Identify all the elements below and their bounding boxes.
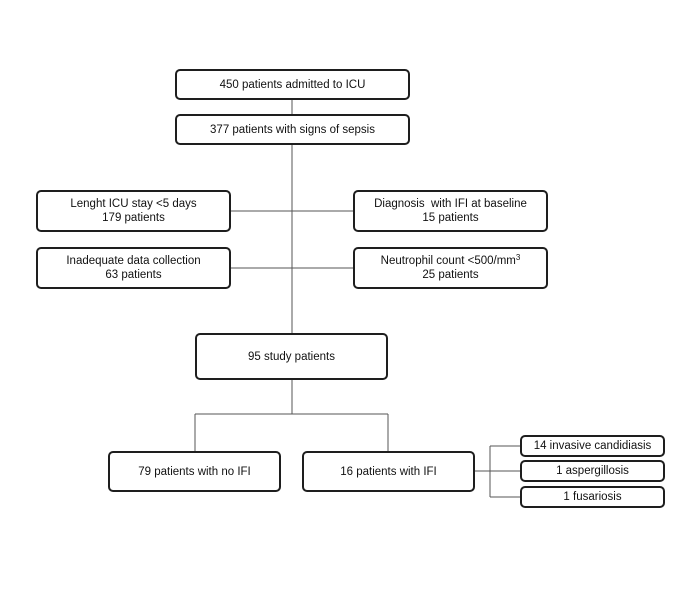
inadequate-data-exclusion-box: Inadequate data collection 63 patients: [36, 247, 231, 289]
short-stay-count: 179 patients: [102, 212, 165, 224]
neutrophil-criterion: Neutrophil count <500/mm: [380, 255, 516, 267]
neutrophil-criterion-line: Neutrophil count <500/mm3: [381, 254, 521, 268]
ifi-baseline-criterion: Diagnosis with IFI at baseline: [374, 198, 527, 210]
no-ifi-patients-box: 79 patients with no IFI: [108, 451, 281, 492]
short-stay-criterion: Lenght ICU stay <5 days: [70, 198, 197, 210]
aspergillosis-label: 1 aspergillosis: [556, 465, 629, 477]
study-patients-label: 95 study patients: [248, 350, 335, 363]
candidiasis-label: 14 invasive candidiasis: [533, 440, 652, 452]
neutrophil-unit-superscript: 3: [515, 253, 521, 262]
ifi-patients-label: 16 patients with IFI: [340, 465, 437, 478]
inadequate-data-count: 63 patients: [105, 269, 162, 281]
inadequate-data-criterion: Inadequate data collection: [66, 255, 201, 267]
short-stay-exclusion-box: Lenght ICU stay <5 days 179 patients: [36, 190, 231, 232]
candidiasis-box: 14 invasive candidiasis: [520, 435, 665, 457]
admitted-patients-label: 450 patients admitted to ICU: [219, 78, 366, 91]
fusariosis-box: 1 fusariosis: [520, 486, 665, 508]
no-ifi-patients-label: 79 patients with no IFI: [138, 465, 251, 478]
aspergillosis-box: 1 aspergillosis: [520, 460, 665, 482]
fusariosis-label: 1 fusariosis: [563, 491, 622, 503]
sepsis-patients-label: 377 patients with signs of sepsis: [210, 123, 375, 136]
study-patients-box: 95 study patients: [195, 333, 388, 380]
neutrophil-exclusion-box: Neutrophil count <500/mm3 25 patients: [353, 247, 548, 289]
sepsis-patients-box: 377 patients with signs of sepsis: [175, 114, 410, 145]
ifi-baseline-exclusion-box: Diagnosis with IFI at baseline 15 patien…: [353, 190, 548, 232]
admitted-patients-box: 450 patients admitted to ICU: [175, 69, 410, 100]
ifi-baseline-count: 15 patients: [422, 212, 479, 224]
neutrophil-count: 25 patients: [422, 269, 479, 281]
ifi-patients-box: 16 patients with IFI: [302, 451, 475, 492]
